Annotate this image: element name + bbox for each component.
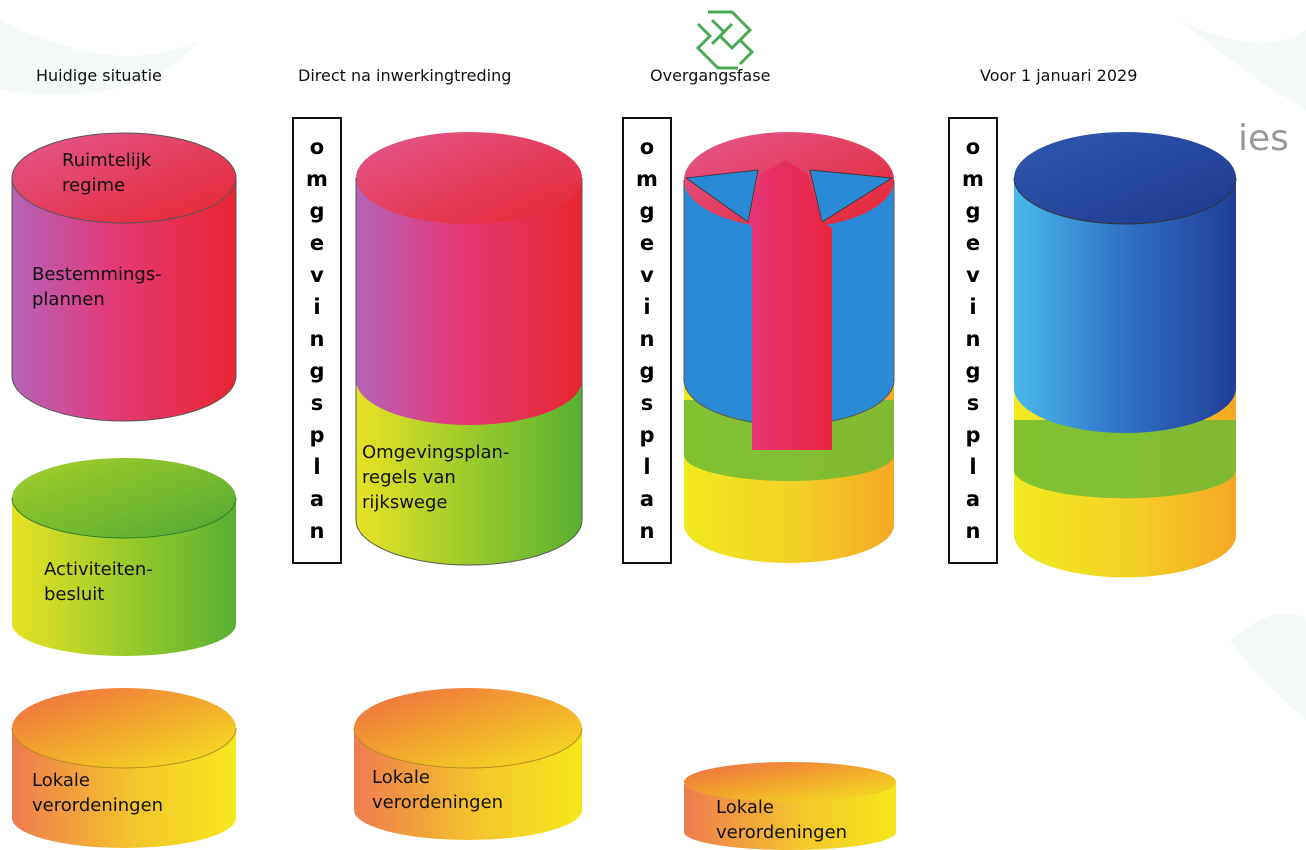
vertical-letter: g bbox=[965, 359, 981, 383]
vertical-letter: o bbox=[965, 135, 981, 159]
vertical-letter: a bbox=[965, 487, 981, 511]
vertical-letter: i bbox=[313, 295, 321, 319]
vertical-letter: a bbox=[639, 487, 655, 511]
vertical-letter: e bbox=[309, 231, 325, 255]
label-lokale-verordeningen-1: Lokale verordeningen bbox=[32, 770, 164, 816]
label-lokale-verordeningen-3: Lokale verordeningen bbox=[716, 797, 848, 843]
vertical-letter: v bbox=[966, 263, 980, 287]
vertical-letter: n bbox=[965, 327, 981, 351]
vertical-letter: a bbox=[309, 487, 325, 511]
label-bestemmingsplannen: Bestemmings- plannen bbox=[32, 264, 162, 310]
vertical-letter: v bbox=[640, 263, 654, 287]
vertical-letter: e bbox=[965, 231, 981, 255]
vertical-letter: n bbox=[309, 519, 325, 543]
vertical-letter: g bbox=[639, 359, 655, 383]
vertical-letter: g bbox=[309, 199, 325, 223]
vertical-letter: p bbox=[639, 423, 655, 447]
cylinder-overgangsfase bbox=[683, 132, 895, 563]
cylinder-lokale-verordeningen-2 bbox=[353, 688, 583, 840]
vertical-letter: m bbox=[306, 167, 328, 191]
vertical-letter: o bbox=[309, 135, 325, 159]
vertical-letter: l bbox=[313, 455, 321, 479]
label-omgevingsplanregels: Omgevingsplan- regels van rijkswege bbox=[362, 442, 510, 513]
column-title-overgangsfase: Overgangsfase bbox=[650, 66, 771, 85]
vertical-letter: n bbox=[639, 519, 655, 543]
vertical-letter: i bbox=[643, 295, 651, 319]
vertical-letter: o bbox=[639, 135, 655, 159]
vertical-letter: l bbox=[969, 455, 977, 479]
cylinder-lokale-verordeningen-3 bbox=[684, 762, 896, 850]
vertical-letter: s bbox=[966, 391, 980, 415]
vertical-letter: s bbox=[640, 391, 654, 415]
label-lokale-verordeningen-2: Lokale verordeningen bbox=[372, 767, 504, 813]
column-title-voor-2029: Voor 1 januari 2029 bbox=[980, 66, 1138, 85]
logo-icon bbox=[695, 10, 755, 70]
vertical-letter: g bbox=[639, 199, 655, 223]
vertical-letter: l bbox=[643, 455, 651, 479]
vertical-letter: g bbox=[309, 359, 325, 383]
label-activiteitenbesluit: Activiteiten- besluit bbox=[44, 559, 153, 605]
cylinder-lokale-verordeningen-1 bbox=[11, 688, 237, 848]
vertical-letter: m bbox=[636, 167, 658, 191]
vertical-letter: n bbox=[965, 519, 981, 543]
vertical-letter: s bbox=[310, 391, 324, 415]
vertical-letter: g bbox=[965, 199, 981, 223]
cylinder-ruimtelijk-regime bbox=[11, 132, 237, 422]
vertical-letter: i bbox=[969, 295, 977, 319]
cylinder-omgevingsplanregels bbox=[355, 132, 583, 566]
label-ruimtelijk-regime: Ruimtelijk regime bbox=[62, 150, 152, 196]
vertical-letter: p bbox=[965, 423, 981, 447]
vertical-letter: p bbox=[309, 423, 325, 447]
vertical-letter: v bbox=[310, 263, 324, 287]
cylinder-voor-2029 bbox=[1013, 132, 1237, 578]
background-text-fragment: ies bbox=[1238, 118, 1289, 159]
cylinder-activiteitenbesluit bbox=[11, 458, 237, 656]
vertical-letter: m bbox=[962, 167, 984, 191]
column-title-direct-na-inwerkingtreding: Direct na inwerkingtreding bbox=[298, 66, 512, 85]
vertical-letter: e bbox=[639, 231, 655, 255]
vertical-letter: n bbox=[639, 327, 655, 351]
vertical-letter: n bbox=[309, 327, 325, 351]
column-title-huidige-situatie: Huidige situatie bbox=[36, 66, 162, 85]
